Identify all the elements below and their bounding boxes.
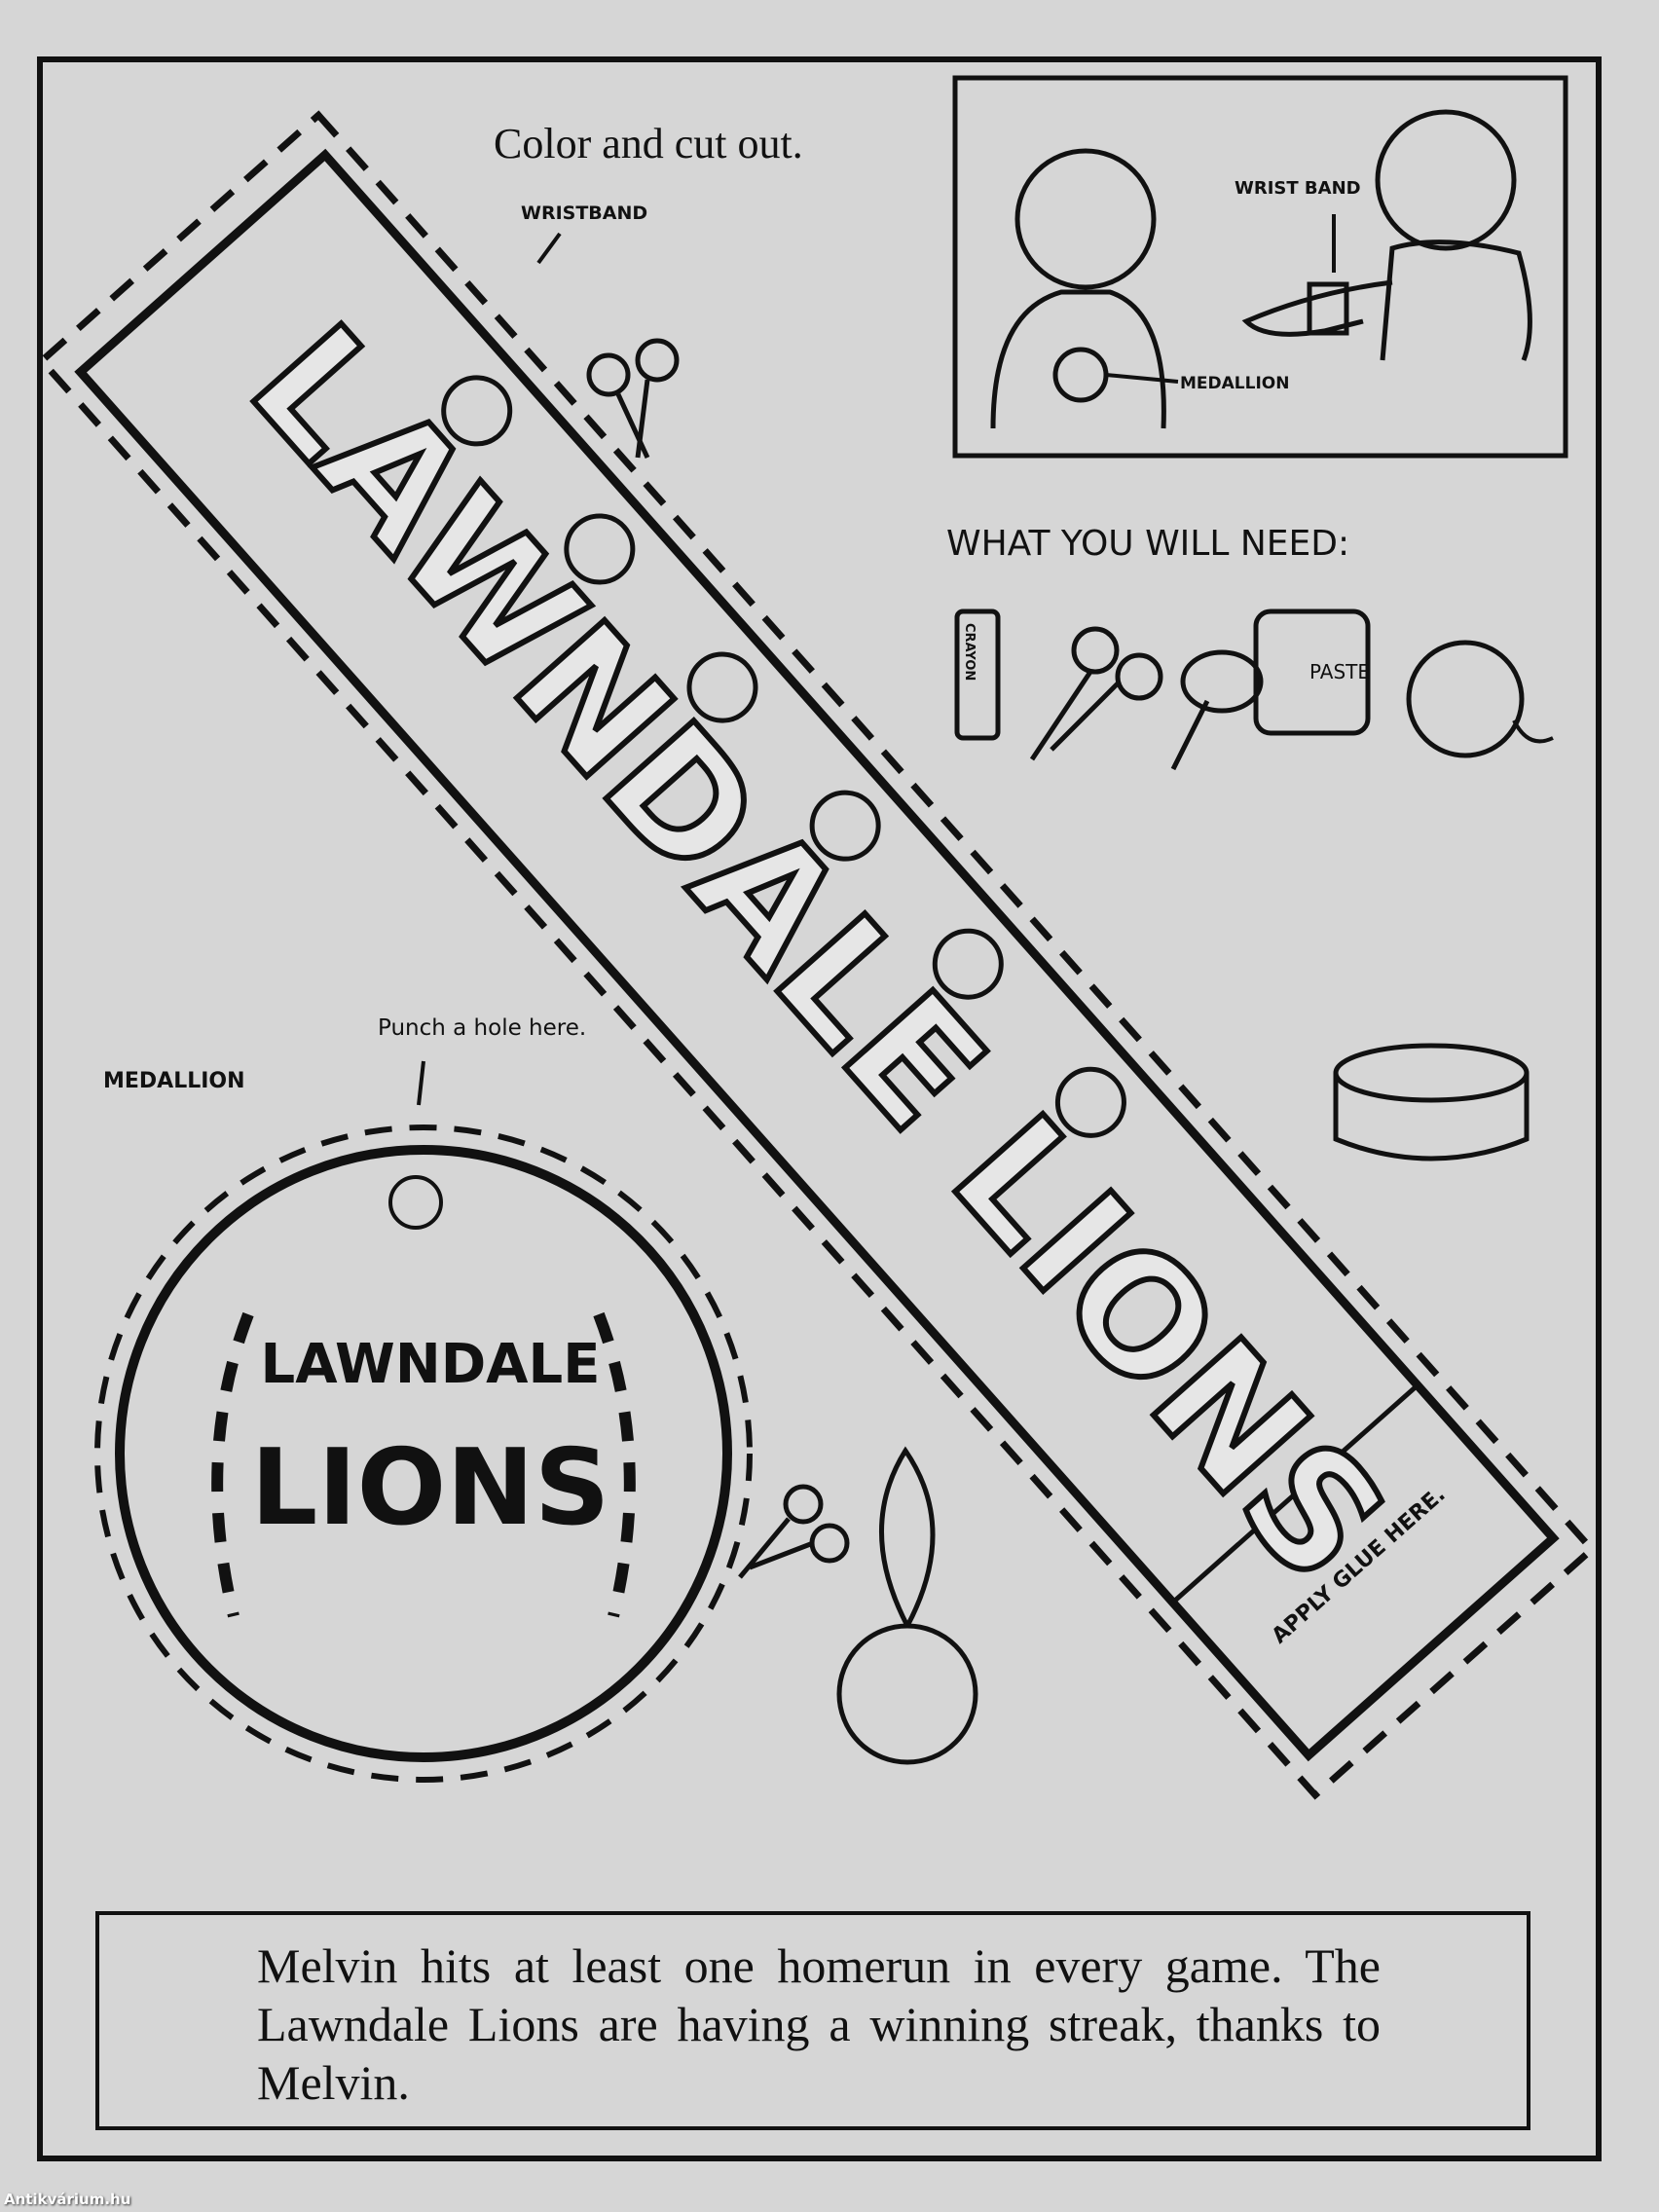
medallion-label: MEDALLION — [103, 1069, 245, 1093]
punch-hole-label: Punch a hole here. — [378, 1015, 587, 1041]
illustration-box — [952, 75, 1568, 459]
crayon-label: CRAYON — [962, 623, 977, 682]
page-border — [37, 56, 1602, 2161]
wristband-text: LAWNDALE LIONS — [215, 291, 1421, 1616]
needs-heading: WHAT YOU WILL NEED: — [946, 524, 1350, 564]
wristband-label: WRISTBAND — [521, 203, 648, 224]
wristband-icon — [1307, 281, 1349, 336]
medallion-line2: LIONS — [251, 1427, 610, 1549]
story-text: Melvin hits at least one homerun in ever… — [95, 1911, 1530, 2130]
crayon-icon — [954, 608, 1001, 741]
paste-jar-icon — [1170, 608, 1371, 771]
medallion-example-icon — [836, 1446, 978, 1765]
watermark: Antikvárium.hu — [4, 2191, 131, 2208]
punch-hole — [388, 1175, 443, 1230]
yarn-ball-icon — [1406, 640, 1525, 758]
kid-head-right — [1375, 109, 1517, 251]
scissors-icon — [1029, 626, 1163, 761]
medallion-box-label: MEDALLION — [1180, 374, 1290, 393]
scissors-icon-top — [586, 338, 680, 460]
supplies — [586, 338, 1554, 1765]
page-title: Color and cut out. — [494, 120, 803, 167]
medallion-line1: LAWNDALE — [261, 1333, 601, 1396]
kid-head-left — [1014, 148, 1157, 290]
wristband-box-label: WRIST BAND — [1235, 178, 1361, 199]
paste-label: PASTE — [1309, 660, 1371, 683]
medallion-cutout: LAWNDALE LIONS — [94, 1060, 753, 1783]
scissors-icon-small — [738, 1484, 850, 1579]
baseballs — [441, 375, 1126, 1138]
medallion-icon — [1052, 347, 1109, 403]
wristband-example-icon — [1333, 1043, 1530, 1161]
